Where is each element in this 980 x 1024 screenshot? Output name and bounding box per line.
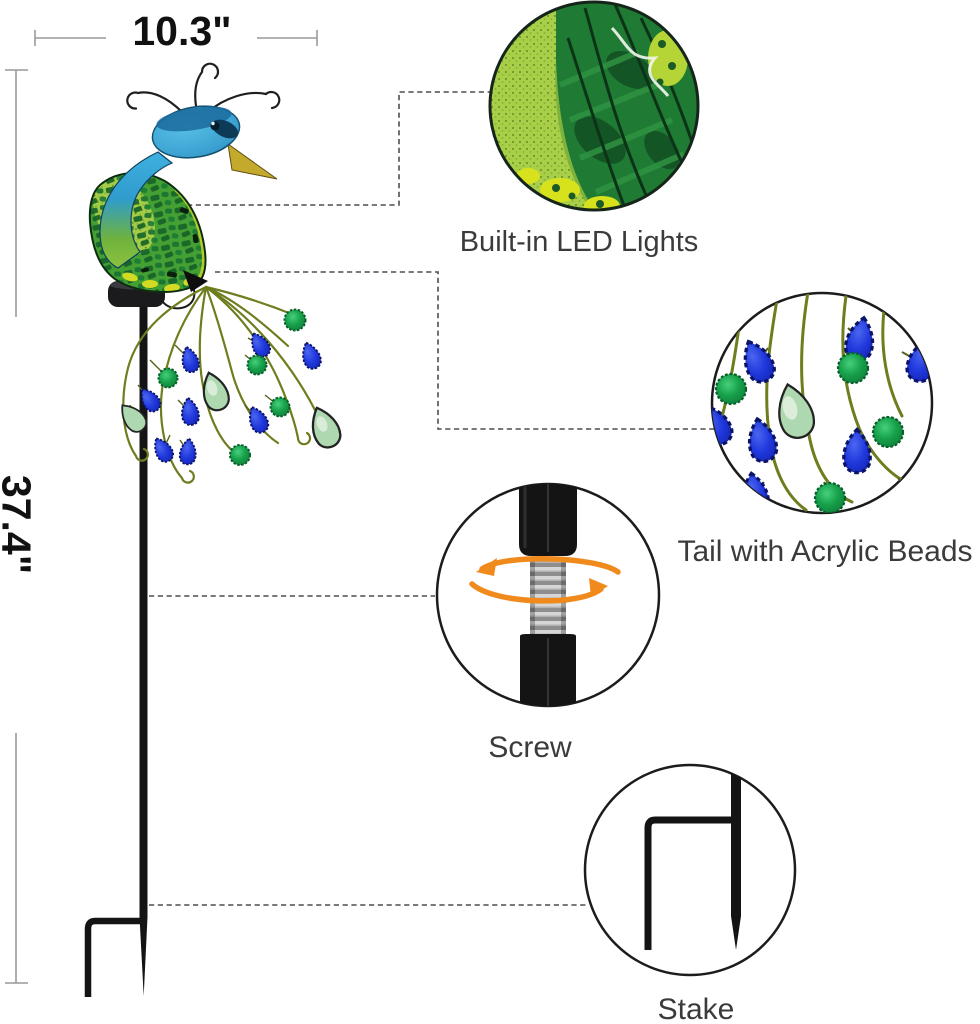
callout-circle-tail: [710, 291, 934, 515]
callout-circle-led: [488, 0, 700, 212]
callout-circle-screw: [435, 482, 661, 708]
crown-wires: [126, 62, 281, 114]
stake-pole: [84, 262, 148, 997]
height-dimension: [5, 69, 28, 984]
connector-led: [187, 91, 492, 206]
callout-label-screw: Screw: [488, 731, 572, 764]
screw-thread: [530, 558, 566, 634]
callout-label-tail-beads: Tail with Acrylic Beads: [677, 535, 973, 568]
peacock-figure: [84, 62, 346, 997]
ground-prong: [84, 917, 141, 997]
callout-label-stake: Stake: [657, 993, 735, 1024]
height-dimension-label: 37.4": [0, 474, 40, 575]
callout-label-led: Built-in LED Lights: [459, 226, 699, 258]
connector-tail: [215, 271, 714, 430]
peacock-head: [99, 62, 281, 269]
peacock-neck: [99, 151, 174, 269]
tail-mount: [183, 270, 208, 292]
callout-circle-stake: [583, 763, 797, 977]
beak: [227, 142, 278, 180]
width-dimension-label: 10.3": [132, 8, 232, 54]
tail-beads: [114, 308, 346, 466]
width-dimension: [34, 30, 318, 46]
tail-fan: [114, 285, 346, 484]
